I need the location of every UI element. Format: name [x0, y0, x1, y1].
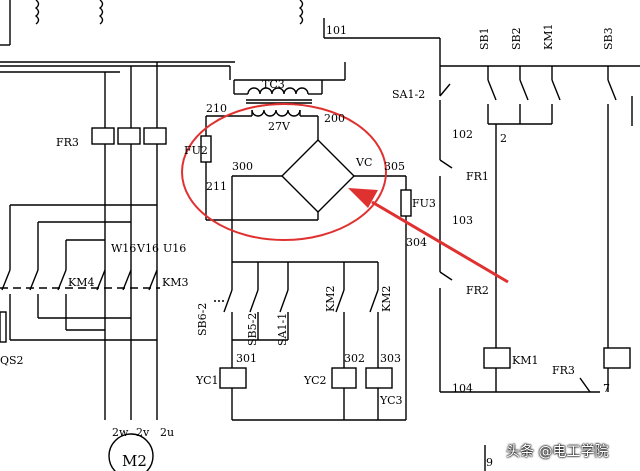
wire-104-label: 104 [452, 382, 473, 395]
lead-w16-label: W16 [111, 242, 136, 255]
yc2-coil [331, 367, 357, 389]
rectifier-label: VC [355, 156, 372, 169]
fu3-label: FU3 [412, 197, 436, 210]
motor-terminal-2v: 2v [136, 426, 150, 439]
top-coil-left [34, 0, 40, 25]
motor-terminal-2u: 2u [160, 426, 174, 439]
km2-contact-right-label: KM2 [380, 286, 393, 312]
km4-label: KM4 [68, 276, 94, 289]
top-coil-mid [98, 0, 104, 25]
sb2-label: SB2 [510, 27, 523, 50]
motor-m2-label: M2 [122, 452, 147, 470]
motor-m2-symbol [108, 433, 154, 471]
km1-coil [483, 347, 511, 369]
fr2-label: FR2 [466, 284, 489, 297]
km2-contact-left-label: KM2 [324, 286, 337, 312]
wire-301-label: 301 [236, 352, 257, 365]
wire-211-label: 211 [206, 180, 227, 193]
top-coil-right [298, 0, 304, 25]
km1-contact-label: KM1 [542, 24, 555, 50]
wire-200-label: 200 [324, 112, 345, 125]
sa1-1-label: SA1-1 [276, 313, 289, 346]
wire-2-label: 2 [500, 132, 507, 145]
wire-101-label: 101 [326, 24, 347, 37]
wire-302-label: 302 [344, 352, 365, 365]
highlight-arrow-head [348, 188, 378, 208]
highlight-circle [181, 103, 387, 241]
rectifier-bridge [281, 139, 355, 213]
fu2-label: FU2 [184, 144, 208, 157]
tc3-label: TC3 [262, 78, 285, 91]
wire-102-label: 102 [452, 128, 473, 141]
yc3-coil [365, 367, 393, 389]
lead-v16-label: V16 [136, 242, 159, 255]
yc1-label: YC1 [195, 374, 218, 387]
km1-coil-label: KM1 [512, 354, 538, 367]
secondary-voltage-label: 27V [268, 120, 291, 133]
wire-303-label: 303 [380, 352, 401, 365]
fr3-label: FR3 [56, 136, 79, 149]
wire-300-label: 300 [232, 160, 253, 173]
sb5-2-label: SB5-2 [246, 313, 259, 346]
yc1-coil [219, 367, 247, 389]
sb1-label: SB1 [478, 27, 491, 50]
tc3-secondary-coil [251, 109, 301, 117]
wire-304-label: 304 [406, 236, 427, 249]
wire-9-label: 9 [486, 456, 493, 469]
fr1-label: FR1 [466, 170, 489, 183]
highlight-arrow-shaft [371, 200, 509, 284]
yc2-label: YC2 [303, 374, 326, 387]
watermark: 头条 @电工学院 [506, 444, 609, 460]
qs2-fragment-label: QS2 [0, 354, 24, 367]
wire-305-label: 305 [384, 160, 405, 173]
wire-210-label: 210 [206, 102, 227, 115]
motor-terminal-2w: 2w [112, 426, 129, 439]
tc3-primary-coil [247, 87, 309, 95]
wire-7-label: 7 [603, 382, 610, 395]
wire-103-label: 103 [452, 214, 473, 227]
fu3-symbol [400, 189, 412, 217]
km3-label: KM3 [162, 276, 188, 289]
fr3-block-1 [91, 127, 115, 145]
sb3-label: SB3 [602, 27, 615, 50]
lead-u16-label: U16 [163, 242, 186, 255]
yc3-label: YC3 [379, 394, 402, 407]
fr3-contact-label: FR3 [552, 364, 575, 377]
sa1-2-label: SA1-2 [392, 88, 425, 101]
sb6-2-label: SB6-2 [196, 303, 209, 336]
